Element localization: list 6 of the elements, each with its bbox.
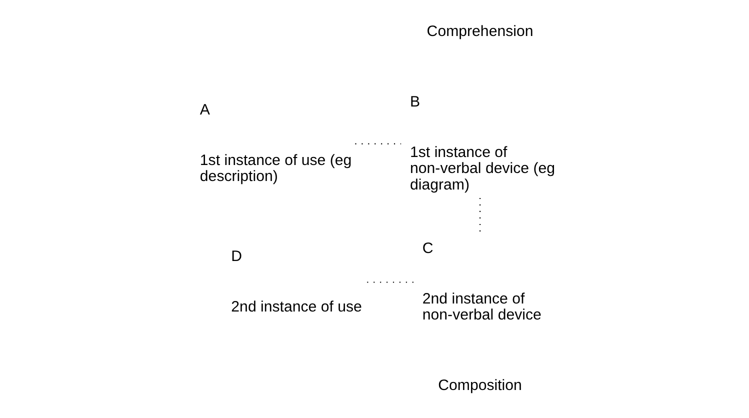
label: Composition [438, 377, 522, 394]
label: Comprehension [426, 22, 533, 40]
node-text: A 1st instance of use (eg description) [199, 101, 352, 186]
node-text: D 2nd instance of use [230, 248, 362, 316]
node-text: B 1st instance of non-verbal device (eg diagram) [410, 93, 555, 194]
node-text: C 2nd instance of non-verbal device [422, 240, 541, 324]
